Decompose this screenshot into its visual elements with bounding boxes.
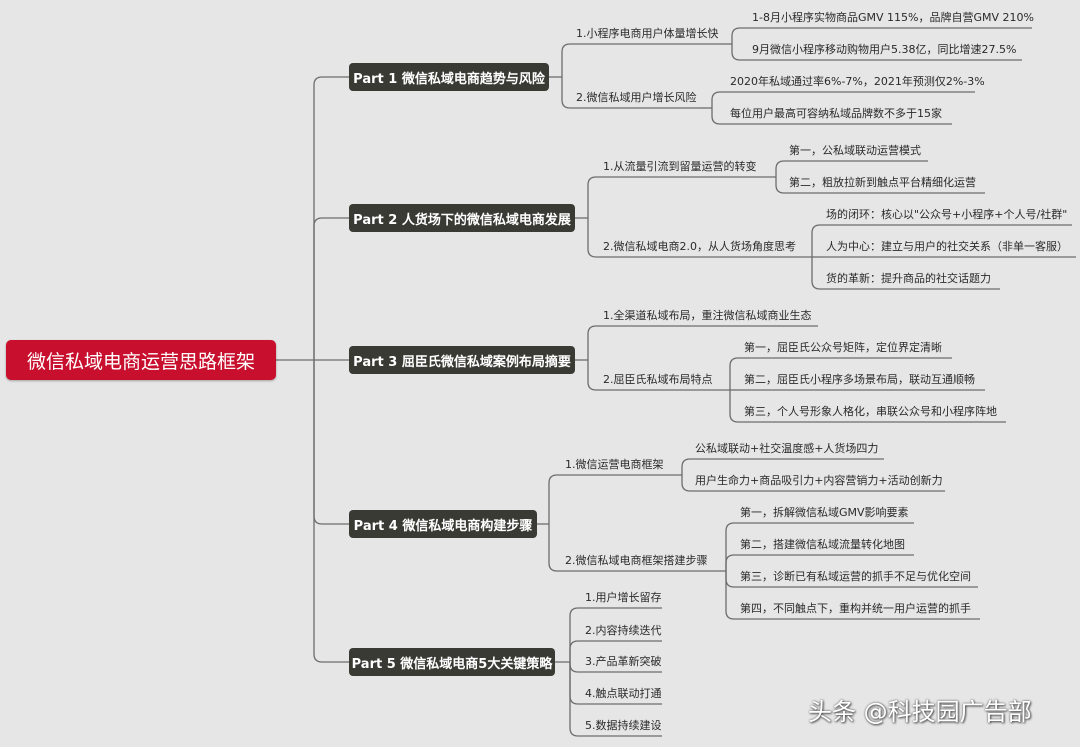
part-1-sub-2-item-1[interactable]: 2020年私域通过率6%-7%，2021年预测仅2%-3% [730, 75, 985, 88]
part-1-sub-1-item-1[interactable]: 1-8月小程序实物商品GMV 115%，品牌自营GMV 210% [752, 11, 1034, 24]
part-3-sub-2-item-1[interactable]: 第一，屈臣氏公众号矩阵，定位界定清晰 [744, 341, 942, 354]
part-1-sub-2-item-2[interactable]: 每位用户最高可容纳私域品牌数不多于15家 [730, 107, 942, 120]
p2-edge-2 [587, 218, 598, 258]
p3-edge-1 [587, 325, 598, 360]
p2s2-edge-3 [811, 257, 822, 290]
part-3-sub-2-item-2[interactable]: 第二，屈臣氏小程序多场景布局，联动互通顺畅 [744, 373, 975, 386]
part-1-node[interactable]: Part 1 微信私域电商趋势与风险 [349, 63, 549, 91]
part-3-sub-2[interactable]: 2.屈臣氏私域布局特点 [603, 373, 713, 386]
part-2-node[interactable]: Part 2 人货场下的微信私域电商发展 [349, 204, 575, 232]
root-edge-1 [313, 76, 349, 360]
part-4-sub-1-item-2[interactable]: 用户生命力+商品吸引力+内容营销力+活动创新力 [695, 474, 943, 487]
p1s2-edge-2 [711, 108, 722, 125]
p4-edge-2 [548, 524, 559, 572]
p4s2-edge-4 [725, 571, 735, 620]
part-5-sub-2[interactable]: 2.内容持续迭代 [585, 624, 662, 637]
part-5-node[interactable]: Part 5 微信私域电商5大关键策略 [349, 648, 555, 676]
part-1-sub-2[interactable]: 2.微信私域用户增长风险 [576, 91, 697, 104]
part-4-sub-2[interactable]: 2.微信私域电商框架搭建步骤 [565, 554, 708, 567]
part-2-sub-1[interactable]: 1.从流量引流到留量运营的转变 [603, 160, 757, 173]
p1-edge-1 [561, 43, 572, 77]
part-5-sub-3[interactable]: 3.产品革新突破 [585, 655, 662, 668]
part-4-sub-2-item-3[interactable]: 第三，诊断已有私域运营的抓手不足与优化空间 [740, 570, 971, 583]
p2s1-edge-2 [775, 177, 785, 194]
p5-edge-5 [569, 662, 580, 737]
p4s1-edge-1 [681, 458, 691, 475]
part-4-sub-2-item-1[interactable]: 第一，拆解微信私域GMV影响要素 [740, 506, 909, 519]
part-3-sub-2-item-3[interactable]: 第三，个人号形象人格化，串联公众号和小程序阵地 [744, 405, 997, 418]
part-4-node[interactable]: Part 4 微信私域电商构建步骤 [349, 510, 537, 538]
p4s2-edge-3 [725, 571, 735, 588]
part-1-sub-1[interactable]: 1.小程序电商用户体量增长快 [576, 27, 719, 40]
p1-edge-2 [561, 77, 572, 109]
p2-edge-1 [587, 176, 598, 218]
p1s1-edge-1 [731, 27, 742, 44]
part-2-sub-1-item-1[interactable]: 第一，公私域联动运营模式 [789, 144, 921, 157]
watermark: 头条 @科技园广告部 [808, 698, 1032, 726]
p1s2-edge-1 [711, 91, 722, 108]
p2s2-edge-1 [811, 224, 822, 257]
p4s1-edge-2 [681, 475, 691, 492]
part-5-sub-1[interactable]: 1.用户增长留存 [585, 591, 662, 604]
part-4-sub-1[interactable]: 1.微信运营电商框架 [565, 458, 664, 471]
part-2-sub-1-item-2[interactable]: 第二，粗放拉新到触点平台精细化运营 [789, 176, 976, 189]
p4s2-edge-2 [725, 554, 735, 571]
part-4-sub-2-item-2[interactable]: 第二，搭建微信私域流量转化地图 [740, 538, 905, 551]
part-2-sub-2-item-2[interactable]: 人为中心：建立与用户的社交关系（非单一客服） [826, 240, 1068, 253]
part-4-sub-2-item-4[interactable]: 第四，不同触点下，重构并统一用户运营的抓手 [740, 602, 971, 615]
root-edge-5 [313, 360, 349, 663]
part-2-sub-2-item-1[interactable]: 场的闭环：核心以"公众号+小程序+个人号/社群" [826, 208, 1068, 221]
root-node[interactable]: 微信私域电商运营思路框架 [6, 340, 276, 380]
part-4-sub-1-item-1[interactable]: 公私域联动+社交温度感+人货场四力 [695, 442, 879, 455]
p5-edge-2 [569, 640, 580, 662]
part-2-sub-2-item-3[interactable]: 货的革新：提升商品的社交话题力 [826, 272, 991, 285]
p4s2-edge-1 [725, 522, 735, 571]
part-2-sub-2[interactable]: 2.微信私域电商2.0，从人货场角度思考 [603, 240, 796, 253]
p2s1-edge-1 [775, 160, 785, 177]
p3s2-edge-1 [729, 357, 739, 390]
p3-edge-2 [587, 360, 598, 391]
root-edge-4 [313, 360, 349, 525]
root-edge-2 [313, 217, 349, 360]
p3s2-edge-3 [729, 390, 739, 423]
p5-edge-1 [569, 607, 580, 662]
p5-edge-3 [569, 662, 580, 673]
part-1-sub-1-item-2[interactable]: 9月微信小程序移动购物用户5.38亿，同比增速27.5% [752, 43, 1017, 56]
p1s1-edge-2 [731, 44, 742, 61]
part-5-sub-4[interactable]: 4.触点联动打通 [585, 687, 662, 700]
part-5-sub-5[interactable]: 5.数据持续建设 [585, 719, 662, 732]
part-3-sub-1[interactable]: 1.全渠道私域布局，重注微信私域商业生态 [603, 309, 812, 322]
part-3-node[interactable]: Part 3 屈臣氏微信私域案例布局摘要 [349, 346, 575, 374]
p4-edge-1 [548, 474, 559, 524]
